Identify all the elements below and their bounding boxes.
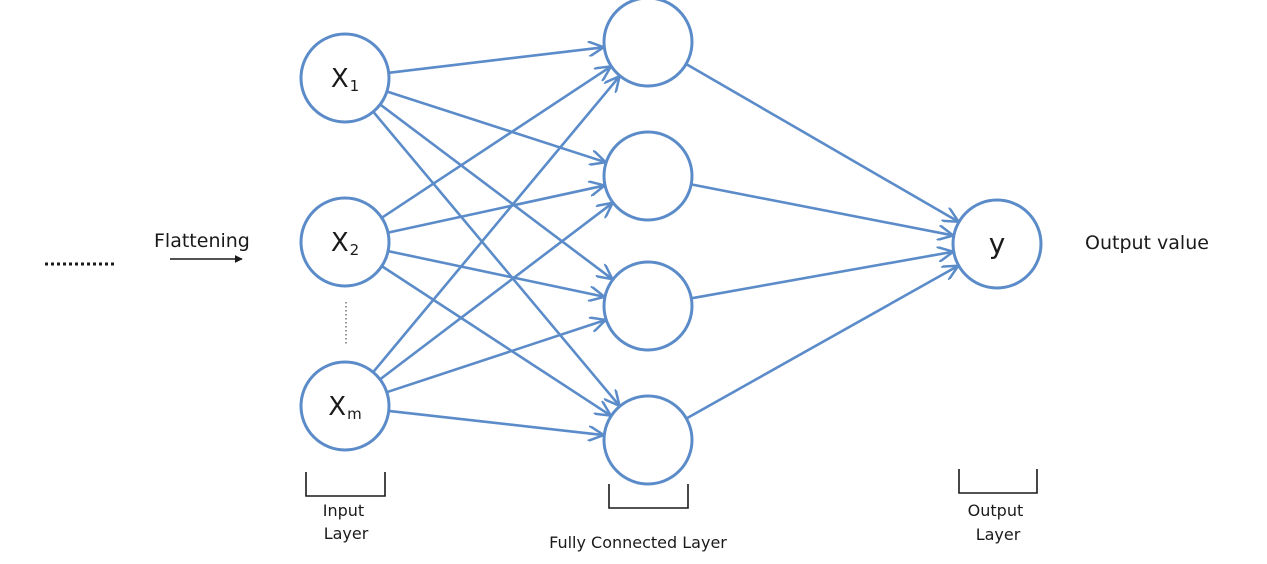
edge-hidden1-output bbox=[685, 62, 957, 221]
edge-input2-hidden4 bbox=[381, 265, 610, 415]
edge-hidden3-output bbox=[691, 252, 951, 300]
svg-text:X1: X1 bbox=[331, 64, 359, 95]
input-layer-label: Input Layer bbox=[323, 501, 370, 543]
edge-input1-hidden1 bbox=[388, 47, 603, 75]
input-layer-label-line2: Layer bbox=[324, 524, 369, 543]
input-node-xm: Xm bbox=[299, 360, 391, 452]
hidden-layer-bracket bbox=[608, 484, 689, 509]
input-node-main: X bbox=[331, 64, 349, 94]
input-node-x2: X2 bbox=[299, 196, 391, 288]
output-node-circle bbox=[951, 198, 1043, 290]
edge-input3-hidden2 bbox=[379, 204, 611, 381]
edge-input3-hidden3 bbox=[386, 320, 605, 394]
edge-input3-hidden1 bbox=[372, 77, 618, 374]
input-node-circle bbox=[299, 360, 391, 452]
edge-hidden4-output bbox=[685, 267, 957, 420]
output-value-label: Output value bbox=[1085, 232, 1209, 254]
input-node-sub: 1 bbox=[350, 77, 360, 95]
hidden-node-3 bbox=[602, 260, 694, 352]
input-node-sub: m bbox=[347, 405, 362, 423]
hidden-node-1 bbox=[602, 0, 694, 88]
flattening-label: Flattening bbox=[154, 230, 250, 252]
edge-input2-hidden1 bbox=[380, 67, 610, 219]
input-node-circle bbox=[299, 196, 391, 288]
hidden-node-2 bbox=[602, 130, 694, 222]
connection-edges bbox=[372, 47, 957, 435]
edge-input2-hidden3 bbox=[387, 249, 603, 296]
input-layer-bracket bbox=[305, 472, 386, 497]
hidden-layer-label: Fully Connected Layer bbox=[549, 533, 727, 552]
svg-text:Xm: Xm bbox=[328, 392, 361, 423]
output-node-label: y bbox=[989, 227, 1006, 260]
input-node-sub: 2 bbox=[350, 241, 360, 259]
edge-input1-hidden3 bbox=[379, 103, 611, 279]
input-node-x1: X1 bbox=[299, 32, 391, 124]
input-layer-label-line1: Input bbox=[323, 501, 364, 520]
edge-input2-hidden2 bbox=[387, 186, 603, 234]
edge-input1-hidden4 bbox=[372, 110, 618, 405]
output-layer-label-line1: Output bbox=[968, 501, 1024, 520]
hidden-node-4 bbox=[602, 394, 694, 486]
input-node-main: X bbox=[328, 392, 346, 422]
output-node: y bbox=[951, 198, 1043, 290]
svg-text:X2: X2 bbox=[331, 228, 359, 259]
input-node-main: X bbox=[331, 228, 349, 258]
output-layer-bracket bbox=[958, 469, 1038, 494]
edge-hidden2-output bbox=[690, 183, 952, 235]
input-node-circle bbox=[299, 32, 391, 124]
output-layer-label-line2: Layer bbox=[976, 525, 1021, 544]
edge-input3-hidden4 bbox=[388, 409, 603, 435]
edge-input1-hidden2 bbox=[386, 90, 604, 162]
output-layer-label: Output Layer bbox=[968, 501, 1029, 544]
